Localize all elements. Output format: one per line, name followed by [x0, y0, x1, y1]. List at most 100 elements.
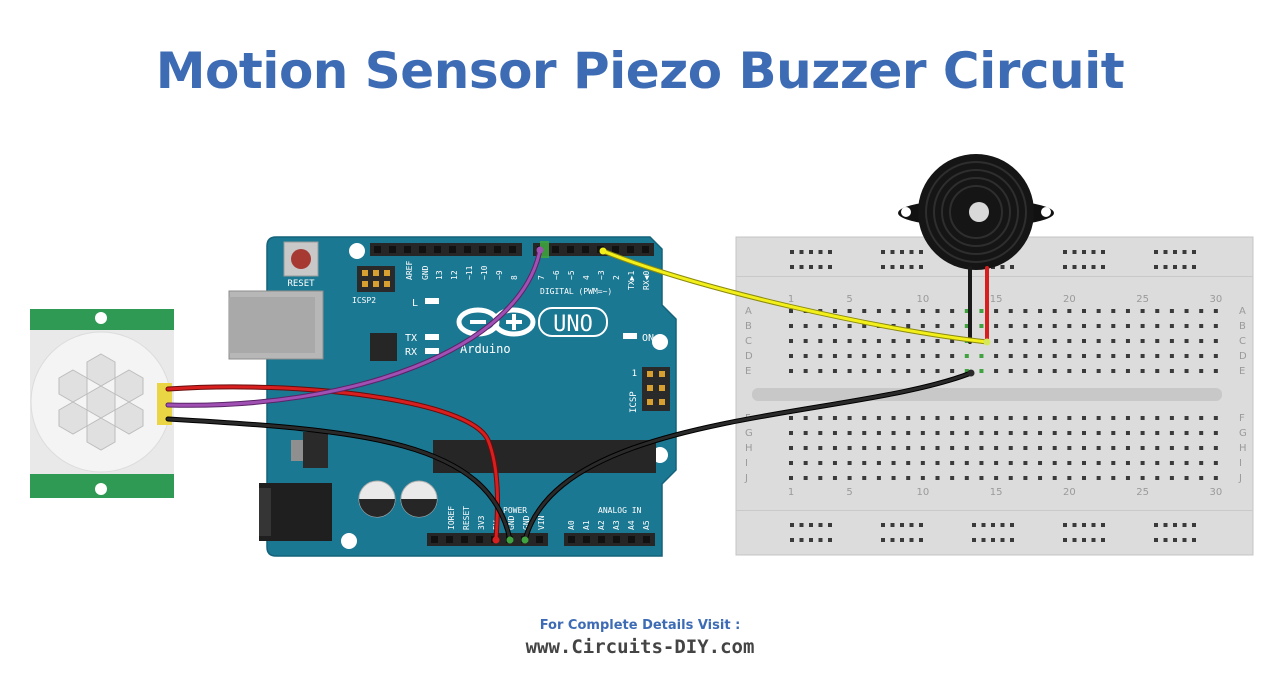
pir-pin-header — [157, 383, 172, 425]
breadboard-hole — [862, 461, 867, 465]
breadboard-hole — [789, 369, 793, 373]
breadboard-hole — [876, 476, 881, 480]
reset-button-cap[interactable] — [291, 249, 311, 269]
breadboard-column-label: 10 — [916, 294, 929, 305]
breadboard-hole — [935, 461, 940, 465]
rail-hole — [828, 523, 832, 527]
breadboard-hole — [1199, 431, 1204, 435]
breadboard-hole — [789, 354, 793, 358]
header-socket — [479, 246, 486, 253]
breadboard-hole — [1199, 324, 1204, 328]
breadboard-hole — [935, 476, 940, 480]
breadboard-hole — [891, 416, 896, 420]
breadboard-hole — [964, 416, 969, 420]
breadboard-hole — [1067, 354, 1072, 358]
breadboard-hole — [876, 446, 881, 450]
breadboard-hole — [1169, 324, 1174, 328]
rail-hole — [881, 538, 885, 542]
breadboard-hole — [876, 461, 881, 465]
breadboard-hole — [1111, 369, 1116, 373]
rail-hole — [1163, 538, 1168, 542]
rail-hole — [900, 523, 904, 527]
breadboard-hole — [1023, 416, 1028, 420]
breadboard-hole — [979, 446, 984, 450]
breadboard-hole — [935, 416, 940, 420]
breadboard-hole — [979, 354, 984, 358]
breadboard-hole — [1096, 369, 1101, 373]
pin-label-a1: A1 — [582, 520, 591, 530]
breadboard-hole — [906, 416, 911, 420]
website-link[interactable]: www.Circuits-DIY.com — [525, 636, 755, 658]
breadboard-hole — [1067, 476, 1072, 480]
bottom-pin-labels: IOREF RESET 3V3 5V GND GND VIN A0 A1 A2 … — [447, 506, 651, 530]
breadboard-hole — [876, 354, 881, 358]
breadboard-hole — [1184, 354, 1189, 358]
breadboard-hole — [1213, 354, 1218, 358]
breadboard-hole — [1111, 339, 1116, 343]
pin-label-11: ~11 — [465, 265, 474, 280]
rail-hole — [900, 250, 904, 254]
breadboard-hole — [906, 446, 911, 450]
pin-label-a4: A4 — [627, 520, 636, 530]
breadboard-hole — [906, 354, 911, 358]
rail-hole — [900, 265, 904, 269]
breadboard-hole — [1169, 461, 1174, 465]
breadboard-hole — [1199, 354, 1204, 358]
breadboard-hole — [1155, 369, 1160, 373]
rail-hole — [1091, 250, 1096, 254]
breadboard-hole — [1169, 339, 1174, 343]
rail-hole — [919, 250, 923, 254]
rail-hole — [991, 523, 995, 527]
breadboard-hole — [876, 416, 881, 420]
breadboard-hole — [1096, 431, 1101, 435]
rail-hole — [1101, 250, 1105, 254]
breadboard-hole — [847, 476, 852, 480]
rail-hole — [1163, 250, 1168, 254]
breadboard-column-label: 1 — [788, 487, 794, 498]
breadboard-hole — [789, 324, 793, 328]
breadboard-hole — [1052, 354, 1057, 358]
breadboard-hole — [789, 461, 793, 465]
breadboard-hole — [906, 461, 911, 465]
rail-hole — [900, 538, 904, 542]
breadboard-hole — [862, 369, 867, 373]
rail-hole — [919, 538, 923, 542]
breadboard-hole — [1038, 416, 1043, 420]
breadboard-hole — [1096, 354, 1101, 358]
breadboard-hole — [1038, 309, 1043, 313]
breadboard-hole — [1096, 339, 1101, 343]
arduino-brand-label: Arduino — [460, 342, 511, 356]
breadboard-hole — [950, 461, 955, 465]
breadboard-hole — [1067, 369, 1072, 373]
breadboard-hole — [1082, 309, 1086, 313]
breadboard-hole — [1082, 476, 1086, 480]
breadboard-hole — [1038, 354, 1043, 358]
rail-hole — [1063, 523, 1067, 527]
breadboard-hole — [1096, 446, 1101, 450]
breadboard-row-label: E — [745, 366, 751, 377]
rail-hole — [1192, 265, 1196, 269]
breadboard-column-label: 15 — [990, 487, 1003, 498]
rail-hole — [828, 538, 832, 542]
pin-label-aref: AREF — [405, 261, 414, 280]
breadboard-hole — [891, 431, 896, 435]
breadboard-hole — [1023, 461, 1028, 465]
rail-hole — [1063, 265, 1067, 269]
rail-hole — [1010, 265, 1014, 269]
icsp2-header — [357, 266, 395, 292]
breadboard-row-label: J — [744, 473, 748, 484]
rail-hole — [991, 538, 995, 542]
pin-label-13: 13 — [435, 270, 444, 280]
rail-hole — [909, 250, 914, 254]
breadboard-hole — [1140, 416, 1145, 420]
header-socket — [419, 246, 426, 253]
led-l-label: L — [412, 298, 418, 309]
header-socket — [567, 246, 574, 253]
breadboard-hole — [979, 461, 984, 465]
breadboard-hole — [1023, 476, 1028, 480]
breadboard-hole — [1111, 446, 1116, 450]
breadboard-hole — [920, 431, 925, 435]
reset-button[interactable] — [283, 241, 319, 277]
breadboard-hole — [1082, 339, 1086, 343]
